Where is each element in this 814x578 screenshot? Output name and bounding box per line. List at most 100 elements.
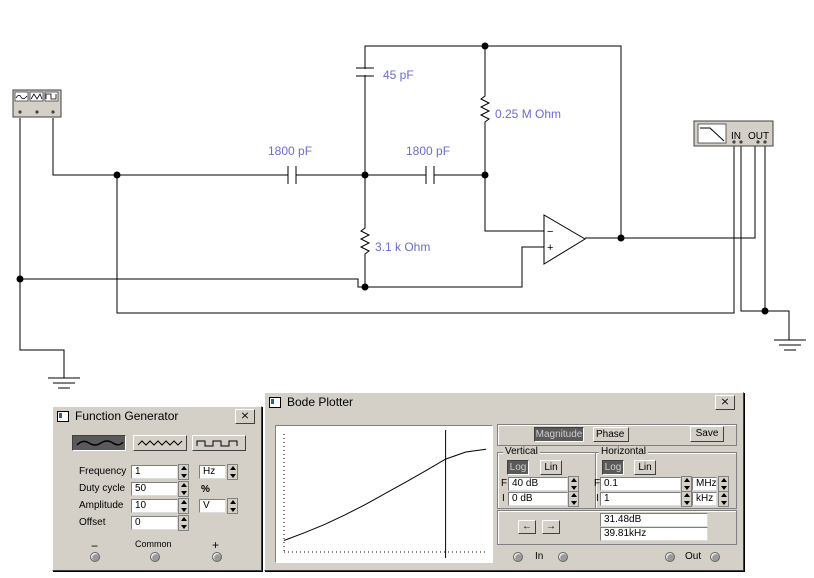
junction-nodes	[16, 42, 769, 315]
horizontal-initial-unit-spinner[interactable]	[718, 491, 729, 507]
cursor-left-button[interactable]: ←	[518, 520, 536, 534]
bode-in-terminal-2[interactable]	[558, 552, 568, 562]
mode-panel	[497, 424, 737, 446]
bode-in-terminal-1[interactable]	[513, 552, 523, 562]
horizontal-lin-button[interactable]: Lin	[634, 460, 656, 475]
terminal-minus[interactable]	[90, 552, 100, 562]
frequency-unit-spinner[interactable]	[227, 464, 238, 480]
close-button[interactable]: ⨯	[235, 409, 255, 424]
horizontal-group-label: Horizontal	[599, 446, 649, 457]
label-resistor-0.25m: 0.25 M Ohm	[495, 107, 561, 121]
function-generator-icon[interactable]	[12, 89, 62, 118]
duty-cycle-unit: %	[201, 484, 210, 495]
function-generator-window: Function Generator ⨯ Frequency 1 Hz Duty…	[52, 406, 262, 571]
bode-out-terminal-1[interactable]	[665, 552, 675, 562]
amplitude-spinner[interactable]	[178, 498, 189, 514]
frequency-unit-select[interactable]: Hz	[199, 465, 226, 479]
horizontal-final-unit-spinner[interactable]	[718, 476, 729, 492]
amplitude-unit-select[interactable]: V	[199, 499, 226, 513]
horizontal-i-label: I	[596, 493, 599, 504]
horizontal-group	[595, 452, 737, 509]
horizontal-initial-unit-select[interactable]: kHz	[692, 492, 717, 506]
bode-icon-out-label: OUT	[748, 131, 769, 142]
opamp-plus-pin: +	[547, 242, 553, 254]
bode-plotter-title: Bode Plotter	[287, 395, 354, 409]
vertical-log-button[interactable]: Log	[507, 460, 529, 475]
wire-bode-in	[116, 146, 735, 314]
terminal-minus-label: −	[91, 539, 99, 553]
magnitude-curve	[283, 448, 487, 541]
horizontal-initial-spinner[interactable]	[681, 491, 692, 507]
duty-cycle-label: Duty cycle	[79, 483, 126, 494]
terminal-plus-label: +	[212, 538, 220, 552]
op-amp	[543, 214, 586, 265]
horizontal-f-label: F	[594, 478, 601, 489]
sine-wave-icon	[76, 440, 124, 446]
amplitude-input[interactable]: 10	[131, 499, 178, 513]
vertical-lin-button[interactable]: Lin	[540, 460, 562, 475]
bode-icon-in-label: IN	[731, 131, 741, 142]
wire-feedback-output	[485, 45, 622, 238]
bode-plot-display	[275, 425, 493, 563]
horizontal-log-button[interactable]: Log	[602, 460, 624, 475]
amplitude-label: Amplitude	[79, 500, 124, 511]
sine-wave-button[interactable]	[72, 435, 126, 451]
wire-fg-ground	[19, 118, 65, 378]
window-icon	[269, 396, 281, 408]
readout-frequency: 39.81kHz	[600, 527, 708, 541]
wire-minus-input	[484, 175, 544, 232]
horizontal-initial-input[interactable]: 1	[600, 492, 681, 506]
wire-output	[585, 146, 756, 239]
label-cap-45pf: 45 pF	[383, 68, 414, 82]
vertical-initial-spinner[interactable]	[568, 491, 579, 507]
vertical-i-label: I	[502, 493, 505, 504]
circuit-schematic: − + 45 pF 1800 pF 1800 pF 0.25 M Ohm 3.1…	[12, 42, 806, 389]
vertical-final-spinner[interactable]	[568, 476, 579, 492]
bode-plotter-icon[interactable]	[693, 120, 774, 147]
phase-button[interactable]: Phase	[593, 427, 629, 442]
frequency-input[interactable]: 1	[131, 465, 178, 479]
label-cap-1800pf-left: 1800 pF	[268, 144, 312, 158]
cursor-right-button[interactable]: →	[542, 520, 560, 534]
duty-cycle-spinner[interactable]	[178, 481, 189, 497]
triangle-wave-icon	[137, 440, 183, 446]
frequency-label: Frequency	[79, 466, 127, 477]
offset-spinner[interactable]	[178, 515, 189, 531]
bode-out-terminal-2[interactable]	[710, 552, 720, 562]
terminal-common[interactable]	[150, 552, 160, 562]
wire-input	[52, 118, 288, 176]
square-wave-button[interactable]	[192, 435, 246, 451]
function-generator-titlebar[interactable]: Function Generator	[53, 407, 261, 425]
label-cap-1800pf-mid: 1800 pF	[406, 144, 450, 158]
horizontal-final-spinner[interactable]	[681, 476, 692, 492]
bode-plotter-window: Bode Plotter ⨯ Magnitude Phase Save Vert…	[264, 392, 744, 571]
horizontal-final-unit-select[interactable]: MHz	[692, 477, 717, 491]
amplitude-unit-spinner[interactable]	[227, 498, 238, 514]
triangle-wave-button[interactable]	[133, 435, 187, 451]
bode-out-label: Out	[685, 551, 702, 562]
square-wave-icon	[196, 440, 238, 447]
frequency-spinner[interactable]	[178, 464, 189, 480]
bode-plotter-titlebar[interactable]: Bode Plotter	[265, 393, 743, 411]
offset-label: Offset	[79, 517, 106, 528]
readout-magnitude: 31.48dB	[600, 513, 708, 527]
vertical-initial-input[interactable]: 0 dB	[508, 492, 568, 506]
bode-in-label: In	[535, 551, 544, 562]
vertical-group-label: Vertical	[503, 446, 540, 457]
magnitude-button[interactable]: Magnitude	[534, 427, 584, 442]
readout-panel	[497, 510, 737, 545]
wire-plus-input	[365, 246, 544, 288]
vertical-f-label: F	[501, 478, 508, 489]
vertical-final-input[interactable]: 40 dB	[508, 477, 568, 491]
save-button[interactable]: Save	[690, 426, 724, 442]
duty-cycle-input[interactable]: 50	[131, 482, 178, 496]
label-resistor-3.1k: 3.1 k Ohm	[375, 240, 430, 254]
opamp-minus-pin: −	[547, 226, 553, 238]
horizontal-final-input[interactable]: 0.1	[600, 477, 681, 491]
terminal-plus[interactable]	[212, 552, 222, 562]
window-icon	[57, 410, 69, 422]
offset-input[interactable]: 0	[131, 516, 178, 530]
close-button[interactable]: ⨯	[715, 395, 735, 410]
wire-top-loop	[364, 45, 486, 172]
resistor-0.25m	[479, 92, 491, 176]
